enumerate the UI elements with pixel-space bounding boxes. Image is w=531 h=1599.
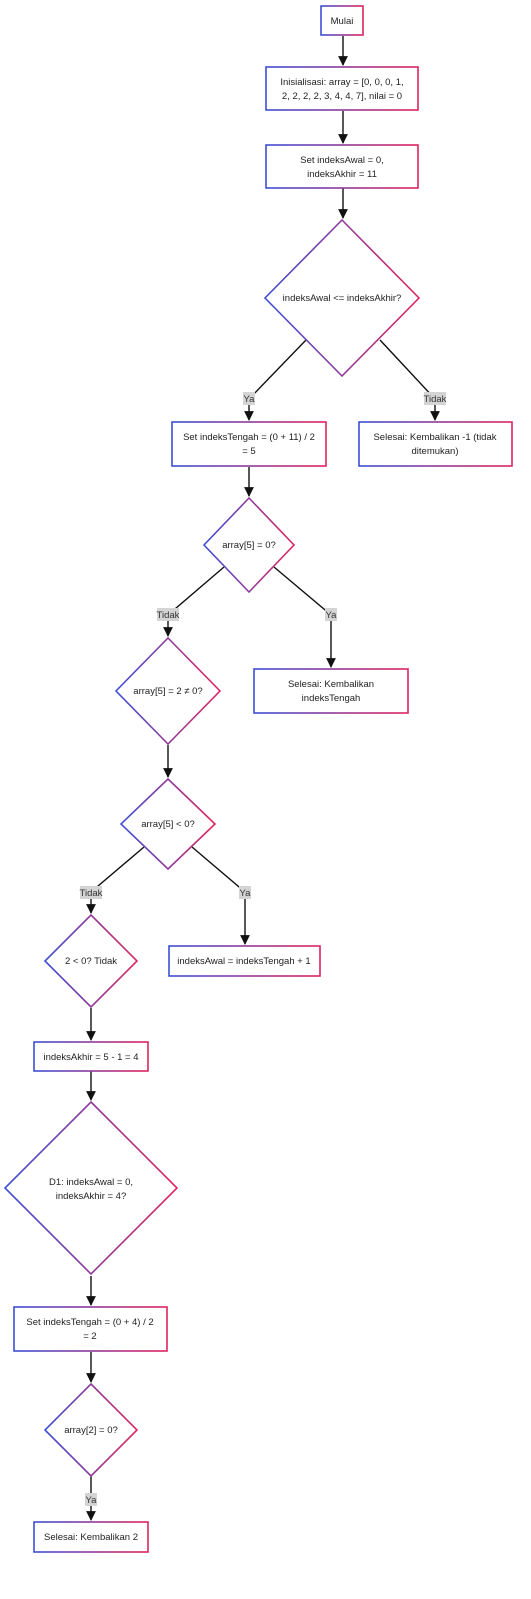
edge-cmplt1-cmplt2 <box>86 846 145 914</box>
node-cmp-ne1-text: array[5] = 2 ≠ 0? <box>133 686 202 697</box>
node-init-line1: Inisialisasi: array = [0, 0, 0, 1, <box>280 77 403 88</box>
label-yes-loop: Ya <box>244 394 256 405</box>
node-cmp-eq2: array[2] = 0? <box>43 1382 139 1478</box>
node-loop-check: indeksAwal <= indeksAkhir? <box>263 218 421 378</box>
edge-cmpeq1-cmpne1 <box>163 566 225 637</box>
edge-cmplt1-setawal <box>191 846 250 945</box>
node-end-return2-text: Selesai: Kembalikan 2 <box>44 1532 138 1543</box>
node-set-bounds-line2: indeksAkhir = 11 <box>307 169 377 180</box>
node-init-line2: 2, 2, 2, 2, 3, 4, 4, 7], nilai = 0 <box>282 91 402 102</box>
node-set-mid1-line2: = 5 <box>242 446 255 457</box>
node-cmp-lt2-text: 2 < 0? Tidak <box>65 956 117 967</box>
edge-loopcheck-notfound <box>379 339 440 421</box>
node-d1-line2: indeksAkhir = 4? <box>56 1191 127 1202</box>
node-cmp-lt1-text: array[5] < 0? <box>141 819 195 830</box>
label-no-cmplt1: Tidak <box>80 888 103 899</box>
node-set-awal: indeksAwal = indeksTengah + 1 <box>168 945 321 977</box>
node-cmp-lt1: array[5] < 0? <box>119 777 217 871</box>
edge-labels: Ya Tidak Tidak Ya Tidak Ya Ya <box>80 392 447 1506</box>
label-yes-cmpeq1: Ya <box>326 610 338 621</box>
node-end-notfound-line2: ditemukan) <box>412 446 459 457</box>
label-yes-cmpeq2: Ya <box>86 1495 98 1506</box>
node-start: Mulai <box>320 5 364 36</box>
node-end-found-mid-line1: Selesai: Kembalikan <box>288 679 374 690</box>
node-set-mid2: Set indeksTengah = (0 + 4) / 2 = 2 <box>13 1306 168 1352</box>
node-d1: D1: indeksAwal = 0, indeksAkhir = 4? <box>3 1100 179 1276</box>
node-start-text: Mulai <box>331 16 354 27</box>
node-set-awal-text: indeksAwal = indeksTengah + 1 <box>177 956 310 967</box>
node-cmp-eq2-text: array[2] = 0? <box>64 1425 118 1436</box>
node-set-bounds: Set indeksAwal = 0, indeksAkhir = 11 <box>265 144 419 189</box>
label-yes-cmplt1: Ya <box>240 888 252 899</box>
node-set-mid2-line2: = 2 <box>83 1331 96 1342</box>
edge-cmpeq1-foundmid <box>273 566 336 668</box>
edge-loopcheck-setmid1 <box>244 339 307 421</box>
node-end-return2: Selesai: Kembalikan 2 <box>33 1521 149 1553</box>
node-end-found-mid-line2: indeksTengah <box>302 693 361 704</box>
node-loop-check-text: indeksAwal <= indeksAkhir? <box>283 293 402 304</box>
node-cmp-lt2: 2 < 0? Tidak <box>43 913 139 1009</box>
node-d1-line1: D1: indeksAwal = 0, <box>49 1177 133 1188</box>
node-set-mid2-line1: Set indeksTengah = (0 + 4) / 2 <box>26 1317 153 1328</box>
node-set-akhir: indeksAkhir = 5 - 1 = 4 <box>33 1041 149 1072</box>
node-cmp-eq1: array[5] = 0? <box>202 496 296 594</box>
node-set-akhir-text: indeksAkhir = 5 - 1 = 4 <box>43 1052 138 1063</box>
node-cmp-ne1: array[5] = 2 ≠ 0? <box>114 636 222 746</box>
edges <box>86 36 440 1521</box>
node-end-notfound: Selesai: Kembalikan -1 (tidak ditemukan) <box>358 421 513 467</box>
node-set-bounds-line1: Set indeksAwal = 0, <box>300 155 384 166</box>
node-end-notfound-line1: Selesai: Kembalikan -1 (tidak <box>373 432 496 443</box>
label-no-loop: Tidak <box>424 394 447 405</box>
node-cmp-eq1-text: array[5] = 0? <box>222 540 276 551</box>
node-end-found-mid: Selesai: Kembalikan indeksTengah <box>253 668 409 714</box>
node-init: Inisialisasi: array = [0, 0, 0, 1, 2, 2,… <box>265 66 419 111</box>
node-set-mid1: Set indeksTengah = (0 + 11) / 2 = 5 <box>171 421 327 467</box>
node-set-mid1-line1: Set indeksTengah = (0 + 11) / 2 <box>183 432 315 443</box>
label-no-cmpeq1: Tidak <box>157 610 180 621</box>
